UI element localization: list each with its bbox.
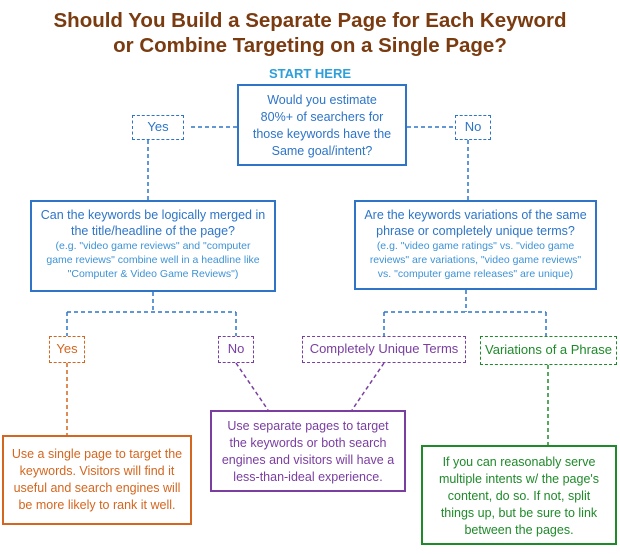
start-question-line: Same goal/intent? [271,144,373,158]
merge-question-line: Can the keywords be logically merged in [40,208,266,222]
multi-intent-outcome-line: content, do so. If not, split [447,489,591,503]
top-no-label: No [455,115,491,140]
start-here-label: START HERE [268,66,352,81]
single-page-outcome-line: be more likely to rank it well. [18,498,176,512]
multi-intent-outcome-line: between the pages. [464,523,574,537]
option-no-label: No [218,336,254,363]
connector-no-separate [235,362,269,411]
variation-question-box: Are the keywords variations of the same … [354,200,597,290]
single-page-outcome-line: useful and search engines will [13,481,181,495]
connector-left-split [66,292,237,336]
start-question-line: those keywords have the [252,127,392,141]
connector-unique-separate [351,362,385,411]
separate-pages-outcome-line: Use separate pages to target [227,419,389,433]
merge-example-line: (e.g. "video game reviews" and "computer [55,240,251,252]
separate-pages-outcome-line: engines and visitors will have a [221,453,395,467]
variation-question-line: Are the keywords variations of the same [364,208,587,222]
multi-intent-outcome-line: things up, but be sure to link [440,506,598,520]
single-page-outcome-line: keywords. Visitors will find it [19,464,175,478]
option-variations-label: Variations of a Phrase [480,336,617,365]
start-question-line: Would you estimate [267,93,377,107]
separate-pages-outcome-box: Use separate pages to target the keyword… [210,410,406,492]
single-page-outcome-line: Use a single page to target the [11,447,183,461]
title-line-2: or Combine Targeting on a Single Page? [113,34,507,57]
single-page-outcome-box: Use a single page to target the keywords… [2,435,192,525]
variation-example-line: reviews" are variations, "video game rev… [369,254,582,266]
start-question-line: 80%+ of searchers for [260,110,384,124]
merge-example-line: "Computer & Video Game Reviews") [67,268,239,280]
connector-right-split [383,290,547,336]
multi-intent-outcome-line: If you can reasonably serve [442,455,596,469]
variation-example-line: (e.g. "video game ratings" vs. "video ga… [376,240,575,252]
multi-intent-outcome-line: multiple intents w/ the page's [438,472,600,486]
merge-example-line: game reviews" combine well in a headline… [46,254,260,266]
separate-pages-outcome-line: less-than-ideal experience. [233,470,383,484]
option-yes-label: Yes [49,336,85,363]
option-unique-terms-label: Completely Unique Terms [302,336,466,363]
merge-question-line: the title/headline of the page? [70,224,236,238]
start-question-box: Would you estimate 80%+ of searchers for… [237,84,407,166]
title-line-1: Should You Build a Separate Page for Eac… [53,9,567,32]
merge-question-box: Can the keywords be logically merged in … [30,200,276,292]
multi-intent-outcome-box: If you can reasonably serve multiple int… [421,445,617,545]
separate-pages-outcome-line: the keywords or both search [229,436,387,450]
variation-question-line: phrase or completely unique terms? [376,224,575,238]
variation-example-line: vs. "computer game releases" are unique) [377,268,574,280]
top-yes-label: Yes [132,115,184,140]
